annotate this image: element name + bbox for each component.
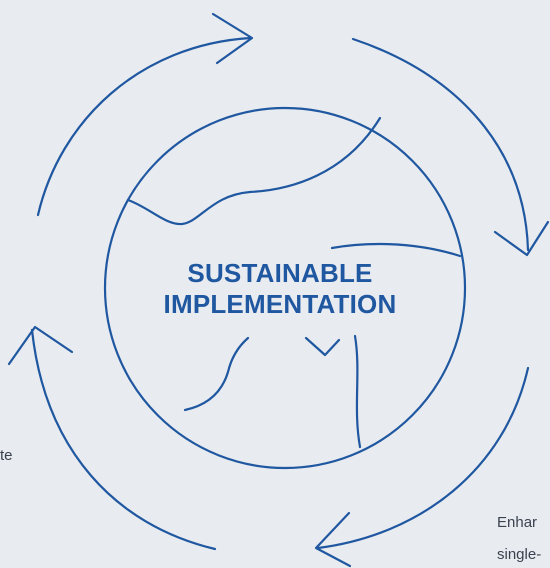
arrowhead-top-left [211, 12, 254, 65]
globe-icon [103, 106, 467, 470]
continent-line-bottom-left [183, 336, 250, 412]
cycle-arrow-top-left [36, 12, 254, 217]
continent-line-right [330, 242, 462, 258]
arc-top-left [36, 36, 252, 217]
cycle-arrow-top-right [351, 37, 550, 257]
left-caption-fragment: te [0, 447, 13, 464]
globe-outline [103, 106, 467, 470]
arrowhead-bottom-right [314, 511, 352, 568]
arc-top-right [351, 37, 530, 252]
continent-line-bottom-right [304, 334, 362, 449]
cycle-arrow-bottom-right [314, 366, 530, 568]
center-title-line-2: IMPLEMENTATION [163, 289, 397, 319]
right-caption-fragment-line-2: single- [497, 546, 542, 563]
diagram-center-title: SUSTAINABLE IMPLEMENTATION [130, 258, 430, 320]
arc-bottom-left [30, 328, 217, 551]
arrowhead-bottom-left [7, 325, 74, 366]
right-caption-fragment-line-1: Enhar [497, 514, 538, 531]
arc-bottom-right [316, 366, 530, 550]
cycle-arrow-bottom-left [7, 325, 217, 551]
arrowhead-top-right [493, 220, 550, 257]
center-title-line-1: SUSTAINABLE [187, 258, 373, 288]
continent-line-top [126, 116, 382, 226]
